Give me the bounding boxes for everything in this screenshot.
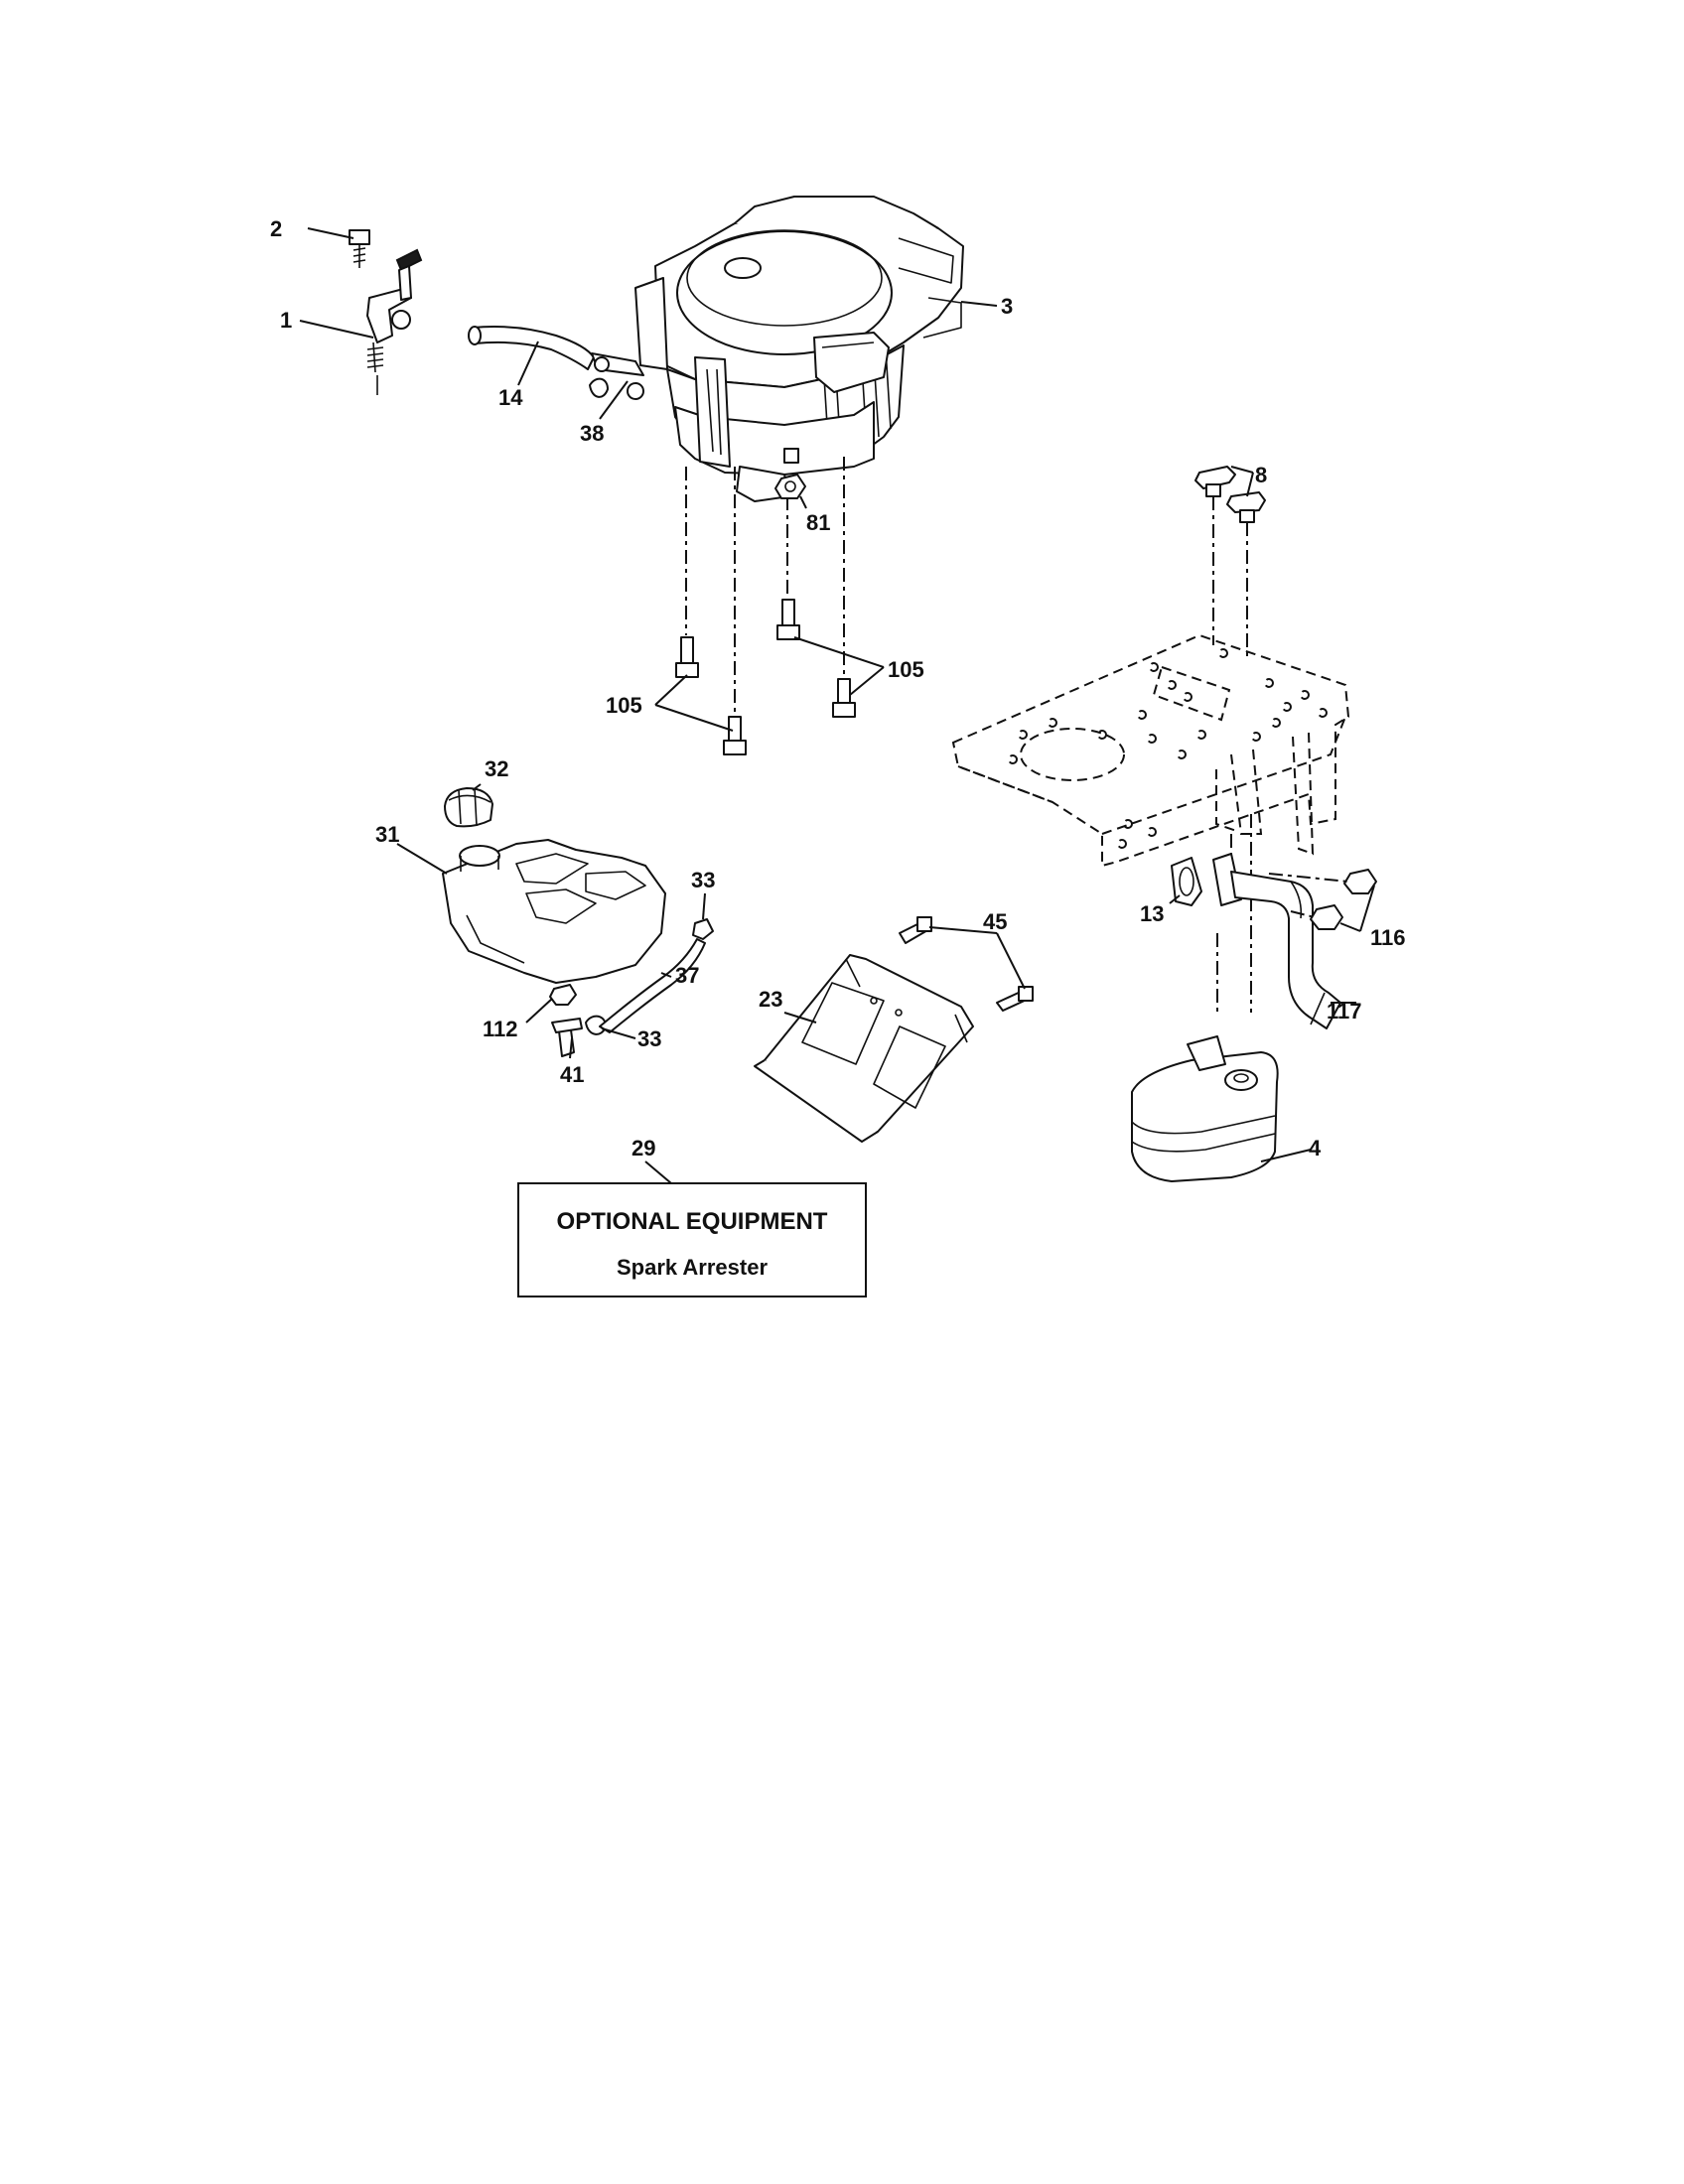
callout-8: 8 [1255, 463, 1267, 487]
muffler [1131, 1035, 1279, 1182]
callout-33-top: 33 [691, 868, 715, 892]
callout-14: 14 [498, 385, 523, 410]
callout-105-right: 105 [888, 657, 924, 682]
frame-outline [951, 633, 1350, 868]
callout-105-left: 105 [606, 693, 642, 718]
optional-equipment-title: OPTIONAL EQUIPMENT [557, 1208, 828, 1235]
engine [634, 196, 964, 502]
callout-3: 3 [1001, 294, 1013, 319]
callout-31: 31 [375, 822, 399, 847]
engine-bolts [675, 457, 856, 755]
leader-lines [299, 227, 1375, 1184]
callout-37: 37 [675, 963, 699, 988]
callout-81: 81 [806, 510, 830, 535]
fuel-line-engine [468, 326, 644, 400]
callout-13: 13 [1140, 901, 1164, 926]
callout-1: 1 [280, 308, 292, 333]
fuel-tank [442, 787, 714, 1057]
callout-116: 116 [1370, 925, 1406, 950]
callout-4: 4 [1309, 1136, 1322, 1160]
exhaust-assembly [1171, 814, 1377, 1029]
callout-2: 2 [270, 216, 282, 241]
callout-117: 117 [1327, 999, 1362, 1024]
callout-29: 29 [632, 1136, 655, 1160]
callout-32: 32 [485, 756, 508, 781]
callout-112: 112 [483, 1017, 518, 1041]
callout-labels: 1 2 3 4 8 13 14 23 29 31 32 33 33 37 38 … [270, 216, 1406, 1160]
frame-bolts [1194, 466, 1266, 661]
spark-arrester-label: Spark Arrester [617, 1255, 768, 1280]
callout-41: 41 [560, 1062, 584, 1087]
throttle-control [349, 229, 423, 395]
callout-23: 23 [759, 987, 782, 1012]
callout-33-bottom: 33 [637, 1026, 661, 1051]
callout-38: 38 [580, 421, 604, 446]
heat-shield [754, 916, 1034, 1143]
callout-45: 45 [983, 909, 1007, 934]
fuel-line-tank [599, 938, 706, 1033]
optional-equipment-box: OPTIONAL EQUIPMENT Spark Arrester [517, 1182, 867, 1297]
